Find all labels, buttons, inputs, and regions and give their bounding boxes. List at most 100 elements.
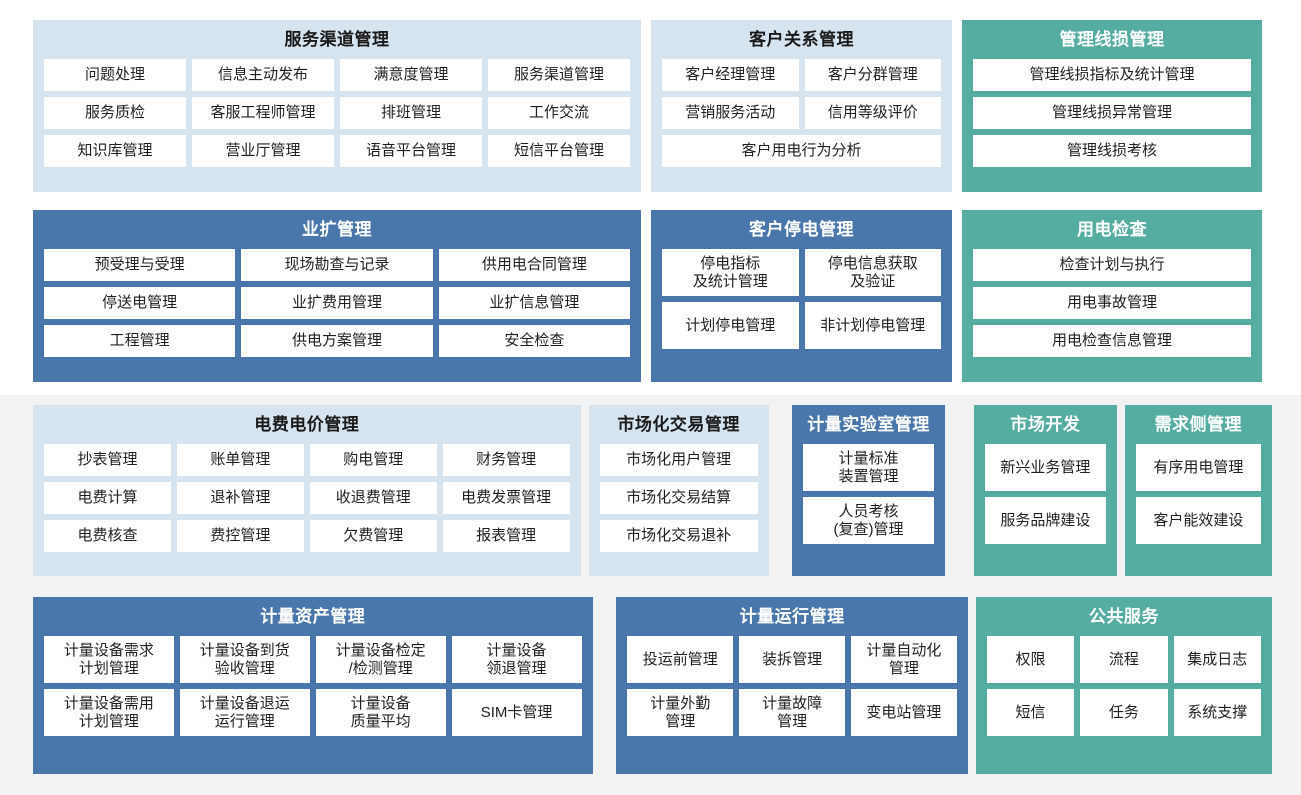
- cell-item[interactable]: 管理线损考核: [973, 135, 1251, 167]
- cell-item[interactable]: 供用电合同管理: [438, 249, 630, 281]
- cell-item[interactable]: 营销服务活动: [662, 97, 799, 129]
- cell-item[interactable]: 抄表管理: [44, 444, 171, 476]
- panel-cell-grid: 管理线损指标及统计管理 管理线损异常管理 管理线损考核: [973, 59, 1251, 181]
- cell-item[interactable]: 市场化交易结算: [599, 482, 758, 514]
- panel-business-expansion[interactable]: 业扩管理 预受理与受理 现场勘查与记录 供用电合同管理 停送电管理 业扩费用管理…: [33, 210, 641, 382]
- panel-electricity-fee-price[interactable]: 电费电价管理 抄表管理 账单管理 购电管理 财务管理 电费计算 退补管理 收退费…: [33, 405, 581, 576]
- cell-item[interactable]: 用电事故管理: [973, 287, 1251, 319]
- cell-item[interactable]: 电费发票管理: [442, 482, 570, 514]
- cell-item[interactable]: 费控管理: [176, 520, 304, 552]
- cell-item[interactable]: 信用等级评价: [804, 97, 941, 129]
- panel-demand-side-management[interactable]: 需求侧管理 有序用电管理 客户能效建设: [1124, 405, 1272, 576]
- cell-item[interactable]: 计量设备需求 计划管理: [44, 636, 174, 683]
- cell-item[interactable]: 集成日志: [1173, 636, 1261, 683]
- cell-item[interactable]: 业扩信息管理: [438, 287, 630, 319]
- cell-item[interactable]: 业扩费用管理: [241, 287, 433, 319]
- cell-item[interactable]: 账单管理: [176, 444, 304, 476]
- panel-metering-laboratory[interactable]: 计量实验室管理 计量标准 装置管理 人员考核 (复查)管理: [792, 405, 945, 576]
- cell-item[interactable]: 市场化交易退补: [599, 520, 758, 552]
- cell-item[interactable]: 客户分群管理: [804, 59, 941, 91]
- cell-item[interactable]: 营业厅管理: [192, 135, 334, 167]
- panel-market-trading[interactable]: 市场化交易管理 市场化用户管理 市场化交易结算 市场化交易退补: [588, 405, 769, 576]
- panel-service-channel[interactable]: 服务渠道管理 问题处理 信息主动发布 满意度管理 服务渠道管理 服务质检 客服工…: [33, 20, 641, 192]
- cell-item[interactable]: SIM卡管理: [451, 689, 582, 736]
- cell-item[interactable]: 系统支撑: [1173, 689, 1261, 736]
- cell-item[interactable]: 现场勘查与记录: [241, 249, 433, 281]
- cell-item[interactable]: 计量设备需用 计划管理: [44, 689, 174, 736]
- cell-item[interactable]: 欠费管理: [309, 520, 437, 552]
- cell-item[interactable]: 计量故障 管理: [739, 689, 845, 736]
- cell-item[interactable]: 计量外勤 管理: [627, 689, 734, 736]
- cell-row: 市场化交易结算: [599, 482, 758, 514]
- cell-item[interactable]: 服务质检: [44, 97, 186, 129]
- panel-gap: [777, 405, 785, 576]
- cell-item[interactable]: 知识库管理: [44, 135, 186, 167]
- panel-metering-operation[interactable]: 计量运行管理 投运前管理 装拆管理 计量自动化 管理 计量外勤 管理 计量故障 …: [616, 597, 968, 774]
- cell-item[interactable]: 计量自动化 管理: [851, 636, 957, 683]
- cell-item[interactable]: 排班管理: [340, 97, 482, 129]
- cell-item[interactable]: 计量设备退运 运行管理: [179, 689, 310, 736]
- cell-item[interactable]: 问题处理: [44, 59, 186, 91]
- cell-item[interactable]: 停送电管理: [44, 287, 236, 319]
- cell-item[interactable]: 市场化用户管理: [599, 444, 758, 476]
- cell-item[interactable]: 管理线损异常管理: [973, 97, 1251, 129]
- cell-item[interactable]: 计划停电管理: [662, 302, 799, 349]
- cell-item[interactable]: 流程: [1080, 636, 1168, 683]
- cell-item[interactable]: 有序用电管理: [1135, 444, 1261, 491]
- cell-item[interactable]: 退补管理: [176, 482, 304, 514]
- cell-item[interactable]: 电费核查: [44, 520, 171, 552]
- row-2: 业扩管理 预受理与受理 现场勘查与记录 供用电合同管理 停送电管理 业扩费用管理…: [33, 210, 1272, 382]
- cell-item[interactable]: 投运前管理: [627, 636, 734, 683]
- panel-line-loss-management[interactable]: 管理线损管理 管理线损指标及统计管理 管理线损异常管理 管理线损考核: [962, 20, 1262, 192]
- cell-item[interactable]: 短信: [986, 689, 1075, 736]
- cell-item[interactable]: 任务: [1080, 689, 1168, 736]
- panel-customer-relationship[interactable]: 客户关系管理 客户经理管理 客户分群管理 营销服务活动 信用等级评价 客户用电行…: [651, 20, 952, 192]
- panel-market-development[interactable]: 市场开发 新兴业务管理 服务品牌建设: [974, 405, 1117, 576]
- cell-item[interactable]: 预受理与受理: [44, 249, 236, 281]
- cell-item[interactable]: 收退费管理: [309, 482, 437, 514]
- cell-item[interactable]: 计量设备 质量平均: [315, 689, 446, 736]
- cell-item[interactable]: 计量设备 领退管理: [451, 636, 582, 683]
- cell-item[interactable]: 计量设备检定 /检测管理: [315, 636, 446, 683]
- cell-item[interactable]: 用电检查信息管理: [973, 325, 1251, 357]
- cell-item[interactable]: 服务渠道管理: [488, 59, 630, 91]
- cell-item[interactable]: 检查计划与执行: [973, 249, 1251, 281]
- panel-customer-outage[interactable]: 客户停电管理 停电指标 及统计管理 停电信息获取 及验证 计划停电管理 非计划停…: [651, 210, 952, 382]
- cell-item[interactable]: 停电指标 及统计管理: [662, 249, 799, 296]
- cell-item[interactable]: 变电站管理: [851, 689, 957, 736]
- cell-item[interactable]: 购电管理: [309, 444, 437, 476]
- cell-item[interactable]: 供电方案管理: [241, 325, 433, 357]
- panel-public-service[interactable]: 公共服务 权限 流程 集成日志 短信 任务 系统支撑: [975, 597, 1272, 774]
- cell-item[interactable]: 语音平台管理: [340, 135, 482, 167]
- cell-item[interactable]: 电费计算: [44, 482, 171, 514]
- cell-item[interactable]: 安全检查: [438, 325, 630, 357]
- cell-item[interactable]: 财务管理: [442, 444, 570, 476]
- cell-item[interactable]: 权限: [986, 636, 1075, 683]
- panel-metering-asset[interactable]: 计量资产管理 计量设备需求 计划管理 计量设备到货 验收管理 计量设备检定 /检…: [33, 597, 593, 774]
- cell-item[interactable]: 满意度管理: [340, 59, 482, 91]
- cell-item[interactable]: 客户用电行为分析: [662, 135, 941, 167]
- cell-item[interactable]: 报表管理: [442, 520, 570, 552]
- cell-item[interactable]: 工作交流: [488, 97, 630, 129]
- cell-item[interactable]: 装拆管理: [739, 636, 845, 683]
- panel-cell-grid: 市场化用户管理 市场化交易结算 市场化交易退补: [599, 444, 758, 565]
- panel-cell-grid: 停电指标 及统计管理 停电信息获取 及验证 计划停电管理 非计划停电管理: [662, 249, 941, 371]
- cell-item[interactable]: 客户经理管理: [662, 59, 799, 91]
- cell-item[interactable]: 信息主动发布: [192, 59, 334, 91]
- panel-cell-grid: 新兴业务管理 服务品牌建设: [985, 444, 1106, 565]
- cell-item[interactable]: 客户能效建设: [1135, 497, 1261, 544]
- cell-item[interactable]: 新兴业务管理: [985, 444, 1106, 491]
- panel-power-inspection[interactable]: 用电检查 检查计划与执行 用电事故管理 用电检查信息管理: [962, 210, 1262, 382]
- cell-item[interactable]: 人员考核 (复查)管理: [803, 497, 934, 544]
- cell-item[interactable]: 非计划停电管理: [804, 302, 941, 349]
- cell-item[interactable]: 停电信息获取 及验证: [804, 249, 941, 296]
- cell-item[interactable]: 短信平台管理: [488, 135, 630, 167]
- cell-row: 市场化交易退补: [599, 520, 758, 552]
- cell-item[interactable]: 客服工程师管理: [192, 97, 334, 129]
- cell-item[interactable]: 工程管理: [44, 325, 236, 357]
- cell-item[interactable]: 管理线损指标及统计管理: [973, 59, 1251, 91]
- cell-item[interactable]: 计量标准 装置管理: [803, 444, 934, 491]
- cell-item[interactable]: 计量设备到货 验收管理: [179, 636, 310, 683]
- panel-title: 市场化交易管理: [617, 415, 740, 434]
- cell-item[interactable]: 服务品牌建设: [985, 497, 1106, 544]
